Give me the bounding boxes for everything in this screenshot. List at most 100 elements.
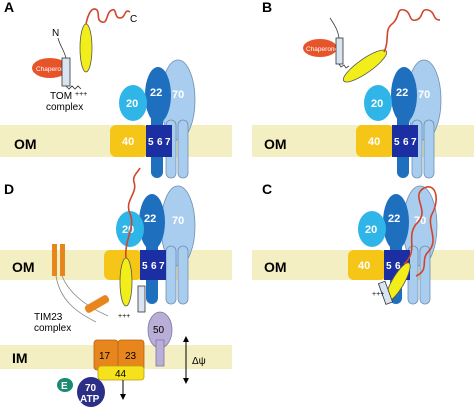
tom5-label-a: 5 (148, 137, 154, 148)
tom40-label-b: 40 (368, 136, 380, 148)
tom6-label-a: 6 (157, 137, 163, 148)
tom5-label-c: 5 (386, 261, 392, 272)
presequence-b (335, 37, 344, 65)
precursor-chain-d (125, 167, 141, 259)
presequence-c (377, 280, 394, 305)
linker-a (65, 85, 82, 90)
linker-b (338, 63, 350, 69)
tom22-subunit-d (139, 194, 165, 250)
c-terminus-label: C (130, 14, 137, 25)
c-terminal-chain-a (85, 8, 131, 25)
tom40-subunit-a (110, 125, 148, 157)
tom40-label-c: 40 (358, 260, 370, 272)
import-arrow-head (120, 394, 126, 400)
charges-d: +++ (118, 313, 130, 320)
mitochondrial-helix-a (79, 23, 93, 73)
tom70-anchor-d2 (177, 245, 189, 305)
tim23-label: 23 (125, 351, 137, 362)
om-label-c: OM (264, 259, 287, 275)
tom-label-line1: TOM (50, 91, 72, 102)
tom70-label-d: 70 (172, 215, 184, 227)
im-label-d: IM (12, 350, 28, 366)
tom7-label-b: 7 (411, 137, 417, 148)
chaperone-label-a: Chaperone (36, 66, 69, 73)
tom40-subunit-b (356, 125, 394, 157)
precursor-chain-c (403, 186, 437, 277)
panel-c-letter: C (262, 181, 272, 197)
om-label-a: OM (14, 136, 37, 152)
tom22-label-c: 22 (388, 213, 400, 225)
tom70-label-b: 70 (418, 89, 430, 101)
tim21-domain-d (84, 295, 110, 313)
panel-b-letter: B (262, 0, 272, 15)
mthsp70 (77, 377, 105, 407)
tom22-label-d: 22 (144, 213, 156, 225)
n-terminus-label: N (52, 28, 59, 39)
tom20-subunit-b (364, 85, 392, 121)
tim50-label: 50 (153, 325, 165, 336)
om-label-d: OM (12, 259, 35, 275)
tom22-subunit-c (383, 194, 409, 250)
tom70-anchor-c2 (419, 245, 431, 305)
delta-psi-label: Δψ (192, 356, 206, 367)
panel-d-letter: D (4, 181, 14, 197)
panel-d: D OM IM 70 22 20 5 6 7 +++ 50 17 (0, 167, 232, 407)
mthsp70-label: 70 (85, 383, 97, 394)
tom7-label-a: 7 (165, 137, 171, 148)
panel-a-letter: A (4, 0, 14, 15)
tether-line1-d (55, 275, 97, 323)
tom-label-line2: complex (46, 102, 83, 113)
tom40-label-a: 40 (122, 136, 134, 148)
tom20-subunit-a (119, 85, 147, 121)
tether-line2-d (61, 275, 109, 317)
tom70-label-a: 70 (172, 89, 184, 101)
n-terminal-chain-a (57, 37, 67, 59)
mitochondrial-helix-b (342, 49, 388, 83)
om-label-b: OM (264, 136, 287, 152)
chaperone-a (32, 58, 68, 78)
n-terminal-chain-b (329, 17, 340, 39)
tom22-label-a: 22 (150, 87, 162, 99)
small-toms-a (146, 125, 172, 157)
tom20-subunit-c (358, 211, 386, 247)
tim50-stem (155, 339, 165, 367)
om-anchor-left-d (52, 244, 57, 276)
tom7-label-d: 7 (159, 261, 165, 272)
tom22-subunit-b (391, 67, 417, 123)
tom70-anchor-b-a (177, 119, 189, 179)
tim44-subunit (97, 365, 145, 381)
presequence-a (61, 57, 71, 87)
tom70-anchor-d (165, 245, 177, 305)
small-toms-d (140, 250, 166, 280)
tom22-label-b: 22 (396, 87, 408, 99)
panel-c: C OM 70 22 20 40 5 6 +++ (252, 181, 474, 305)
presequence-d (137, 285, 146, 313)
delta-psi-arrow-bottom (183, 378, 189, 384)
chaperone-b (303, 39, 337, 57)
charges-a: +++ (75, 91, 87, 98)
tom5-label-d: 5 (142, 261, 148, 272)
tom6-label-d: 6 (151, 261, 157, 272)
tim17-label: 17 (99, 351, 111, 362)
chaperone-label-b: Chaperone (306, 46, 339, 53)
tom20-label-d: 20 (122, 224, 134, 236)
tom6-label-c: 6 (395, 261, 401, 272)
tom20-label-c: 20 (365, 224, 377, 236)
tim44-label: 44 (115, 369, 127, 380)
tom40-subunit-c (348, 250, 386, 280)
om-anchor-right-d (60, 244, 65, 276)
panel-a: A OM 70 22 20 40 5 6 7 Chaperone N +++ C (0, 0, 232, 179)
small-toms-b (392, 125, 418, 157)
tom20-label-b: 20 (371, 98, 383, 110)
tom70-anchor-b2 (423, 119, 435, 179)
tim23-label-line2: complex (34, 323, 71, 334)
e-label: E (61, 381, 68, 392)
atp-label: ATP (80, 394, 100, 405)
tom5-label-b: 5 (394, 137, 400, 148)
tim23-label-line1: TIM23 (34, 312, 63, 323)
panel-b: B OM 70 22 20 40 5 6 7 Chaperone +++ (252, 0, 474, 179)
tom22-subunit-a (145, 67, 171, 123)
delta-psi-arrow-top (183, 336, 189, 342)
e-protein (57, 378, 73, 392)
